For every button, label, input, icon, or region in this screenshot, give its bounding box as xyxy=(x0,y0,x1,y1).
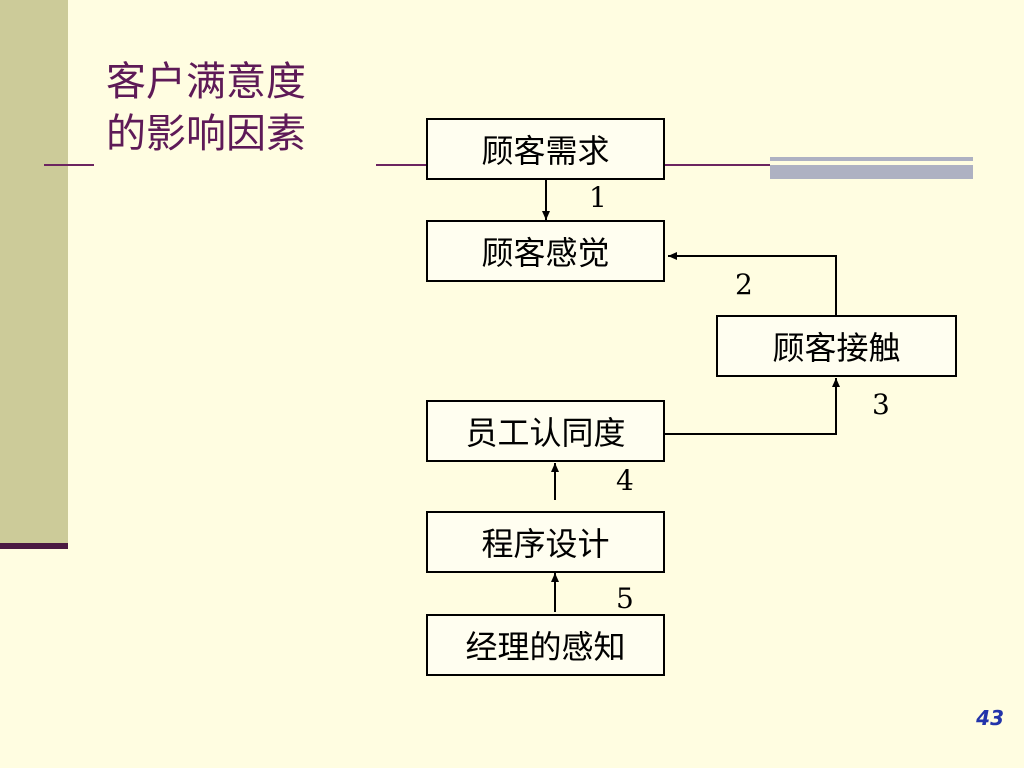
node-manager-perception: 经理的感知 xyxy=(426,614,665,676)
node-employee-identification: 员工认同度 xyxy=(426,400,665,462)
arrow-contact-to-perception xyxy=(668,252,837,315)
title-line-2: 的影响因素 xyxy=(106,111,306,157)
sidebar-decoration xyxy=(0,0,68,545)
edge-label-1: 1 xyxy=(589,181,607,214)
node-customer-contact: 顾客接触 xyxy=(716,315,957,377)
edge-label-2: 2 xyxy=(735,268,753,301)
sidebar-base-bar xyxy=(0,543,68,549)
node-customer-needs: 顾客需求 xyxy=(426,118,665,180)
slide-title: 客户满意度 的影响因素 xyxy=(106,56,306,160)
page-number: 43 xyxy=(976,706,1004,730)
node-customer-perception: 顾客感觉 xyxy=(426,220,665,282)
title-rule-left xyxy=(44,164,94,166)
node-process-design: 程序设计 xyxy=(426,511,665,573)
title-rule-mid xyxy=(376,164,426,166)
edge-label-3: 3 xyxy=(872,388,890,421)
edge-label-4: 4 xyxy=(616,464,634,497)
title-line-1: 客户满意度 xyxy=(106,59,306,105)
edge-label-5: 5 xyxy=(616,582,634,615)
arrow-employee-to-contact xyxy=(665,378,840,435)
title-rule-right xyxy=(665,164,770,166)
decorative-gray-bar xyxy=(770,157,973,179)
